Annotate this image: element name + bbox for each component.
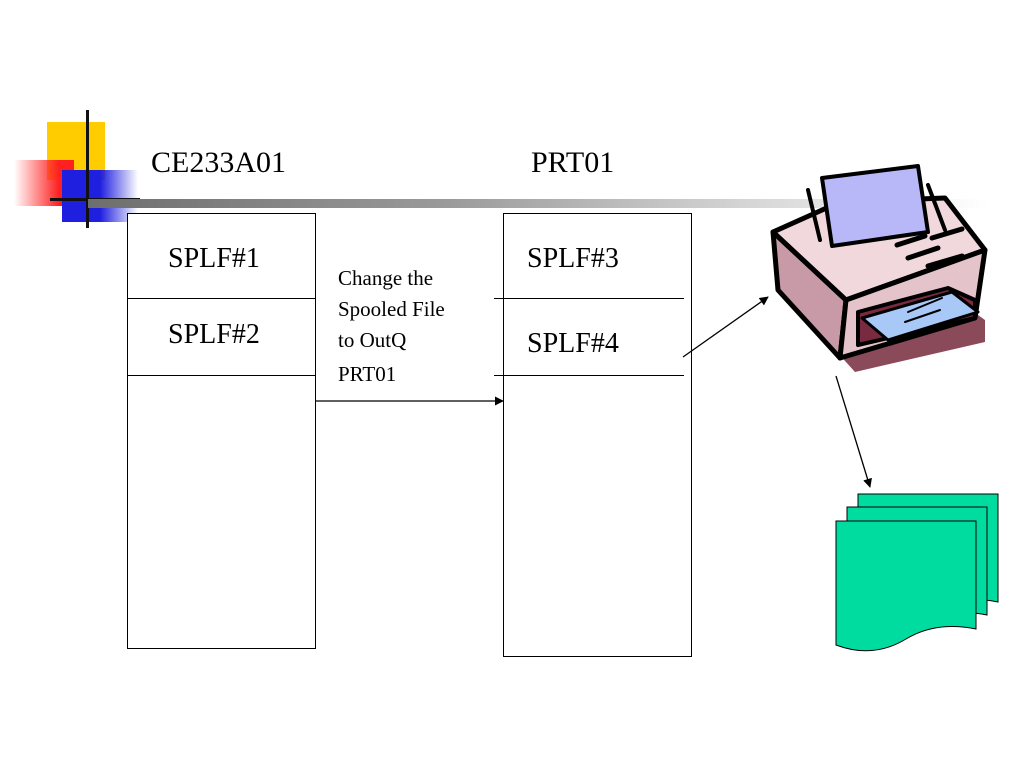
target-queue-divider	[494, 298, 684, 299]
title-rule	[88, 199, 988, 208]
action-note: Change the Spooled File to OutQ PRT01	[338, 263, 445, 390]
spooled-file-item: SPLF#1	[168, 243, 260, 274]
target-queue-divider	[494, 375, 684, 376]
logo-blue-square	[62, 170, 138, 222]
action-note-line: PRT01	[338, 362, 397, 386]
source-queue-divider	[128, 375, 315, 376]
source-queue-divider	[128, 298, 315, 299]
action-note-line: Spooled File	[338, 297, 445, 321]
printer-icon	[770, 164, 988, 372]
target-queue-title: PRT01	[531, 146, 615, 179]
action-note-line: to OutQ	[338, 328, 407, 352]
source-queue-title: CE233A01	[151, 146, 286, 179]
logo-vertical-line	[86, 110, 89, 228]
output-arrow	[835, 375, 872, 488]
spooled-file-item: SPLF#4	[527, 328, 619, 359]
print-arrow	[682, 296, 769, 358]
spooled-file-item: SPLF#2	[168, 319, 260, 350]
printed-pages-icon	[835, 493, 999, 652]
source-queue-box	[127, 213, 316, 649]
action-note-line: Change the	[338, 266, 434, 290]
spooled-file-item: SPLF#3	[527, 243, 619, 274]
target-queue-box	[503, 213, 692, 657]
